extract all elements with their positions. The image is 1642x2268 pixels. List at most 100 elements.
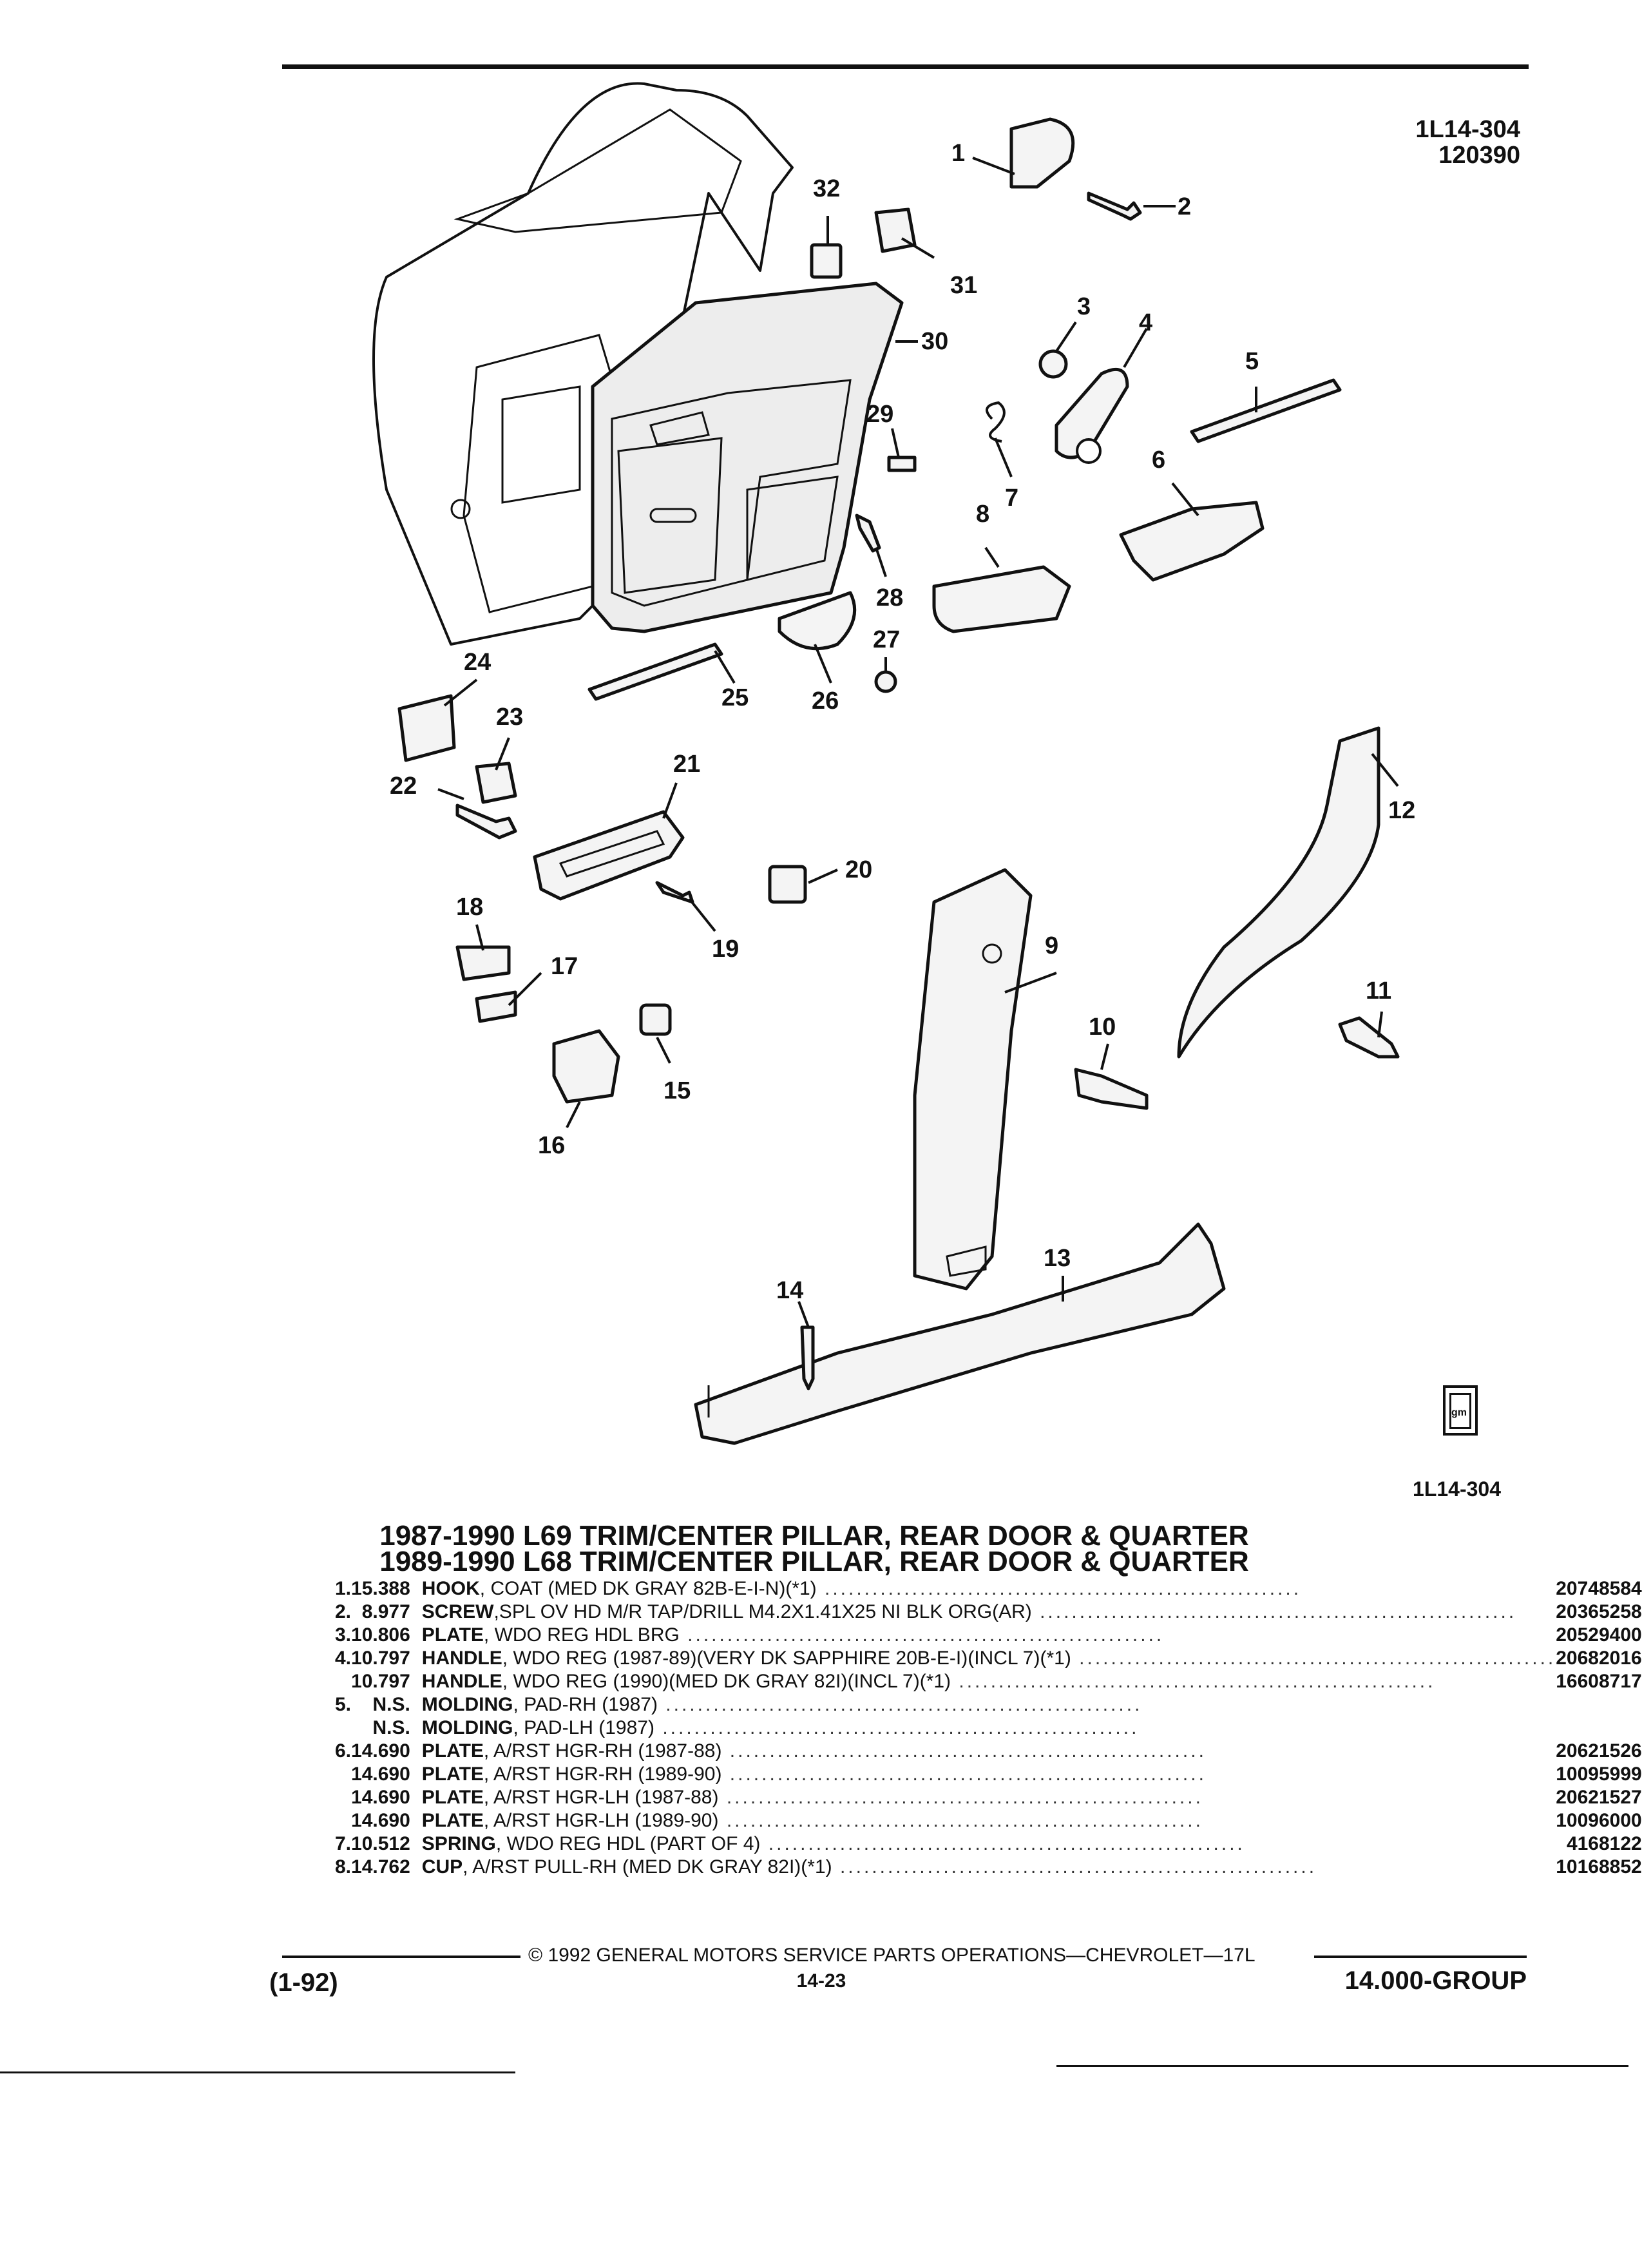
footer-rule-right — [1314, 1956, 1527, 1958]
parts-row: 14.690 PLATE, A/RST HGR-LH (1989-90) ....… — [335, 1809, 1642, 1832]
item-price: N.S. — [372, 1717, 410, 1738]
callout-15: 15 — [663, 1077, 691, 1104]
item-name: HANDLE — [421, 1648, 502, 1669]
header-code-2: 120390 — [1438, 142, 1520, 169]
item-name: HANDLE — [421, 1671, 502, 1692]
callout-3: 3 — [1077, 293, 1091, 320]
item-description: PLATE, A/RST HGR-LH (1989-90) ..........… — [422, 1809, 1556, 1832]
leader-dots: ........................................… — [679, 1624, 1165, 1646]
callout-14: 14 — [776, 1277, 803, 1304]
parts-row: 2. 8.977 SCREW,SPL OV HD M/R TAP/DRILL M4.… — [335, 1600, 1642, 1624]
item-detail: , WDO REG (1990)(MED DK GRAY 82I)(INCL 7… — [502, 1671, 951, 1692]
leader-dots: ........................................… — [951, 1671, 1436, 1692]
callout-29: 29 — [866, 401, 893, 428]
callout-7: 7 — [1005, 485, 1018, 512]
callout-4: 4 — [1139, 309, 1152, 336]
callout-1: 1 — [951, 140, 965, 167]
item-number — [335, 1786, 351, 1809]
page-number: 14-23 — [796, 1970, 846, 1992]
footer-rule-left — [282, 1956, 520, 1958]
leader-lines — [437, 157, 1399, 1328]
housing-16 — [552, 1029, 620, 1104]
clip-17 — [475, 990, 517, 1023]
item-price: 10.797 — [351, 1648, 410, 1669]
clip — [874, 207, 917, 253]
item-number: 5. — [335, 1694, 352, 1715]
item-number: 4. — [335, 1648, 352, 1669]
item-price: 15.388 — [351, 1578, 410, 1599]
item-price: 8.977 — [361, 1601, 410, 1622]
nut — [874, 670, 897, 693]
part-number: 4168122 — [1566, 1833, 1642, 1854]
copyright: © 1992 GENERAL MOTORS SERVICE PARTS OPER… — [528, 1945, 1255, 1966]
item-description: PLATE, A/RST HGR-RH (1987-88) ..........… — [422, 1740, 1556, 1763]
callout-9: 9 — [1045, 932, 1058, 959]
item-name: PLATE — [421, 1763, 484, 1785]
item-description: HOOK, COAT (MED DK GRAY 82B-E-I-N)(*1) .… — [422, 1577, 1556, 1600]
sill-plate — [694, 1222, 1226, 1445]
callout-8: 8 — [976, 501, 989, 528]
retainer — [810, 243, 843, 279]
parts-row: 4.10.797 HANDLE, WDO REG (1987-89)(VERY D… — [335, 1647, 1642, 1670]
gm-logo: gm — [1443, 1385, 1478, 1436]
item-name: PLATE — [421, 1740, 484, 1762]
callout-28: 28 — [876, 584, 903, 611]
item-number — [335, 1716, 351, 1740]
diagram-caption-code: 1L14-304 — [1413, 1477, 1501, 1501]
screw-19 — [655, 881, 694, 904]
item-price: 14.690 — [351, 1740, 410, 1762]
callout-labels: 1 2 3 4 5 6 7 8 9 10 11 12 13 14 15 16 1… — [390, 140, 1415, 1304]
print-date: (1-92) — [269, 1968, 338, 1997]
lock-rod-22 — [455, 803, 517, 840]
item-number: 3. — [335, 1624, 352, 1646]
item-price: 10.797 — [351, 1671, 410, 1692]
item-description: MOLDING, PAD-RH (1987) .................… — [422, 1693, 1556, 1716]
item-number: 8. — [335, 1856, 352, 1878]
callout-17: 17 — [551, 953, 578, 980]
leader-dots: ........................................… — [1031, 1601, 1517, 1622]
escutcheon-20 — [768, 865, 807, 904]
item-detail: , A/RST HGR-RH (1989-90) — [483, 1763, 722, 1785]
item-name: CUP — [421, 1856, 463, 1878]
item-price: 14.690 — [351, 1787, 410, 1808]
callout-23: 23 — [496, 704, 523, 731]
leader-dots: ........................................… — [721, 1740, 1207, 1762]
rear-door-assembly — [372, 82, 904, 646]
exploded-parts-diagram: 1 2 3 4 5 6 7 8 9 10 11 12 13 14 15 16 1… — [372, 82, 1415, 1445]
item-detail: , WDO REG (1987-89)(VERY DK SAPPHIRE 20B… — [502, 1648, 1071, 1669]
bearing-plate — [1038, 349, 1068, 379]
leader-dots: ........................................… — [721, 1763, 1207, 1785]
coat-hook — [1009, 117, 1075, 189]
item-name: PLATE — [421, 1810, 484, 1831]
callout-6: 6 — [1152, 447, 1165, 474]
item-number: 2. — [335, 1601, 352, 1622]
armrest-hanger-plate — [1119, 501, 1265, 582]
item-price: 14.762 — [351, 1856, 410, 1878]
part-number: 10096000 — [1556, 1810, 1642, 1831]
item-name: PLATE — [421, 1624, 484, 1646]
top-rule — [282, 64, 1529, 69]
item-price: 14.690 — [351, 1763, 410, 1785]
item-price: 10.512 — [351, 1833, 410, 1854]
item-description: PLATE, A/RST HGR-LH (1987-88) ..........… — [422, 1786, 1556, 1809]
item-name: SCREW — [421, 1601, 494, 1622]
part-number: 10168852 — [1556, 1856, 1642, 1878]
item-description: SCREW,SPL OV HD M/R TAP/DRILL M4.2X1.41X… — [422, 1600, 1556, 1624]
item-description: HANDLE, WDO REG (1987-89)(VERY DK SAPPHI… — [422, 1647, 1556, 1670]
leader-dots: ........................................… — [718, 1810, 1203, 1831]
header-code-1: 1L14-304 — [1415, 116, 1520, 143]
item-description: SPRING, WDO REG HDL (PART OF 4) ........… — [422, 1832, 1556, 1856]
callout-22: 22 — [390, 773, 417, 800]
part-number: 20529400 — [1556, 1624, 1642, 1646]
callout-32: 32 — [813, 175, 840, 202]
item-detail: ,SPL OV HD M/R TAP/DRILL M4.2X1.41X25 NI… — [493, 1601, 1032, 1622]
part-number: 20621527 — [1556, 1787, 1642, 1808]
callout-25: 25 — [721, 684, 749, 711]
item-price: 14.690 — [351, 1810, 410, 1831]
grommet-15 — [639, 1003, 672, 1036]
armrest-pull-cup — [932, 565, 1071, 633]
